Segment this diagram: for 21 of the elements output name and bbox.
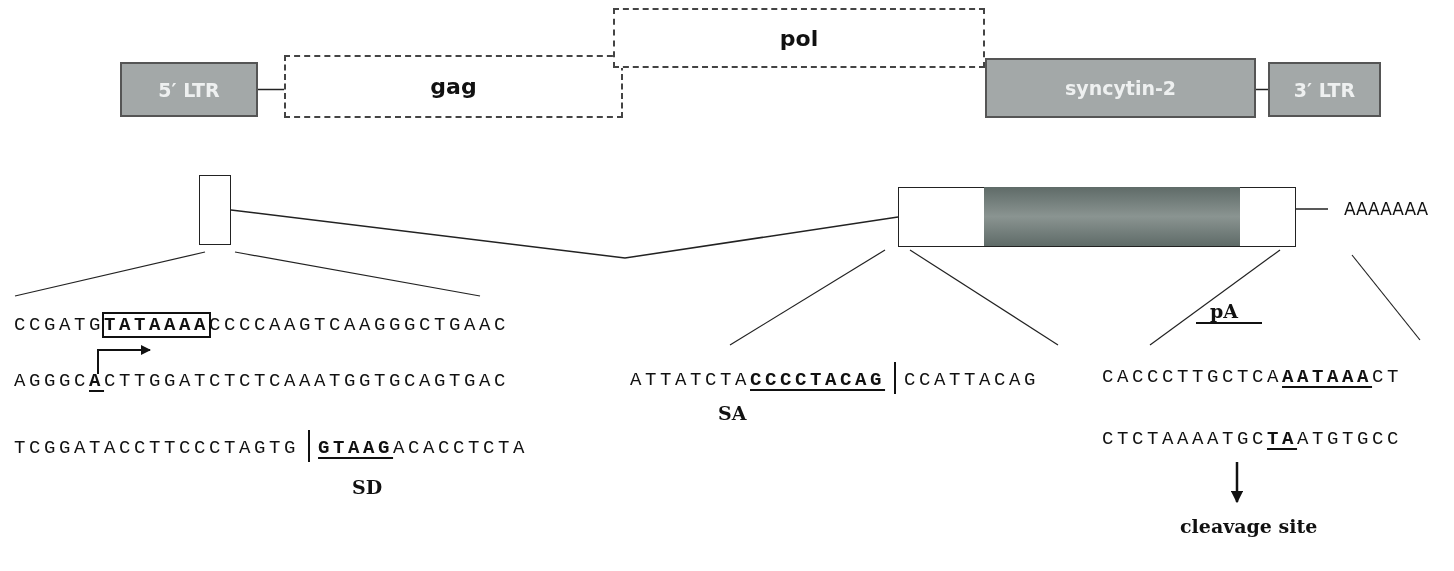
site-label: SA <box>718 402 747 424</box>
sequence-text: ATTATCTACCCCTACAG CCATTACAG <box>630 362 1040 394</box>
sequence-text: AGGGCACTTGGATCTCTCAAATGGTGCAGTGAC <box>14 370 510 392</box>
sequence-text: CACCCTTGCTCAAATAAACT <box>1102 366 1403 388</box>
site-label: SD <box>352 476 383 498</box>
exon-box <box>898 187 1296 247</box>
sequence-text: CTCTAAAATGCTAATGTGCC <box>1102 428 1403 450</box>
gene-box: pol <box>613 8 985 68</box>
site-label: cleavage site <box>1180 515 1318 537</box>
exon-box <box>199 175 231 245</box>
gene-box: gag <box>284 55 623 118</box>
coding-region-bar <box>984 187 1240 246</box>
connector-line <box>257 88 285 91</box>
gene-box: syncytin-2 <box>985 58 1256 118</box>
ltr-box: 5′ LTR <box>120 62 258 117</box>
sequence-text: AAAAAAA <box>1343 199 1429 219</box>
connector-line <box>230 209 899 259</box>
ltr-box: 3′ LTR <box>1268 62 1381 117</box>
sequence-text: TCGGATACCTTCCCTAGTG GTAAGACACCTCTA <box>14 430 529 462</box>
connector-line <box>1295 208 1329 210</box>
site-label: pA <box>1196 300 1263 324</box>
